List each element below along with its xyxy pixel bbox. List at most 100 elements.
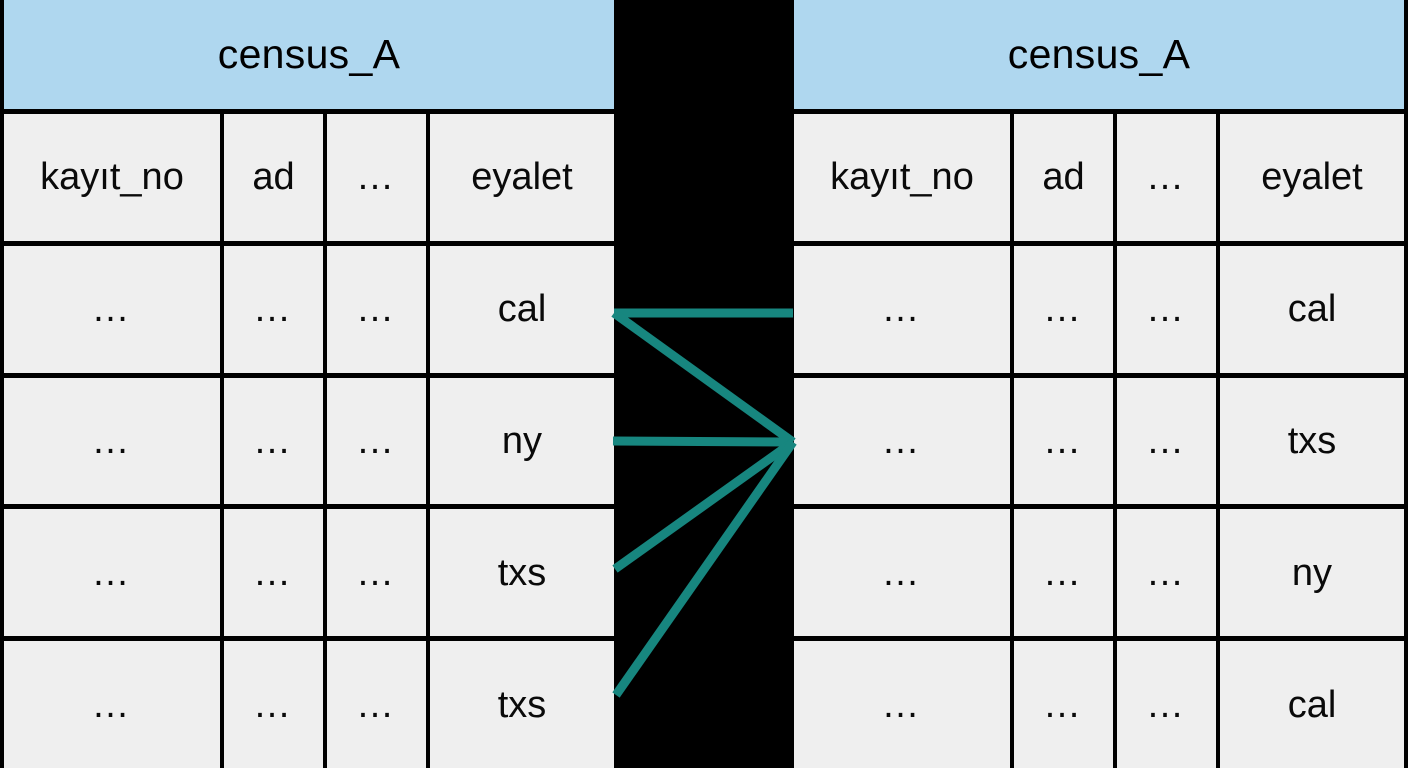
cell-value: ny <box>501 419 543 462</box>
cell-value: txs <box>497 551 547 594</box>
header-label: ad <box>1042 156 1085 199</box>
cell-ellipsis: … <box>323 245 426 373</box>
cell-eyalet: cal <box>426 245 614 373</box>
cell-value: … <box>1146 288 1187 331</box>
cell-value: … <box>91 683 133 726</box>
table-census-a-right: census_A kayıt_no ad … eyalet … <box>790 0 1408 768</box>
table-right-header-eyalet: eyalet <box>1216 114 1404 241</box>
cell-value: … <box>356 288 397 331</box>
cell-value: cal <box>1287 288 1337 331</box>
cell-kayit-no: … <box>794 377 1010 505</box>
cell-value: … <box>356 683 397 726</box>
header-label: eyalet <box>1261 156 1363 199</box>
cell-value: … <box>91 288 133 331</box>
cell-eyalet: txs <box>426 509 614 637</box>
cell-ad: … <box>220 377 323 505</box>
cell-value: txs <box>1287 419 1337 462</box>
connector-line-cal-row1-to-hub <box>611 309 796 446</box>
cell-value: … <box>253 683 294 726</box>
table-row: … … … txs <box>4 504 614 637</box>
cell-kayit-no: … <box>4 377 220 505</box>
table-right-title: census_A <box>1007 31 1191 77</box>
table-row: … … … cal <box>4 240 614 373</box>
cell-ellipsis: … <box>1113 641 1216 768</box>
table-left-header-kayit-no: kayıt_no <box>4 114 220 241</box>
cell-ad: … <box>1010 509 1113 637</box>
table-row: … … … ny <box>794 504 1404 637</box>
cell-ad: … <box>1010 641 1113 768</box>
cell-ellipsis: … <box>323 641 426 768</box>
table-left-title-band: census_A <box>4 0 614 114</box>
cell-eyalet: ny <box>1216 509 1404 637</box>
header-label: ad <box>252 156 295 199</box>
cell-value: … <box>1146 419 1187 462</box>
cell-value: … <box>881 419 923 462</box>
table-right-grid: kayıt_no ad … eyalet … … <box>794 114 1404 768</box>
cell-eyalet: txs <box>1216 377 1404 505</box>
cell-value: … <box>881 683 923 726</box>
table-left-title: census_A <box>217 31 401 77</box>
table-left-header-row: kayıt_no ad … eyalet <box>4 114 614 241</box>
table-row: … … … cal <box>794 636 1404 768</box>
cell-value: … <box>1146 683 1187 726</box>
cell-kayit-no: … <box>794 509 1010 637</box>
table-left-header-ad: ad <box>220 114 323 241</box>
table-census-a-left: census_A kayıt_no ad … eyalet … <box>0 0 618 768</box>
connector-line-ny-row2-to-hub <box>612 436 794 447</box>
table-row: … … … cal <box>794 240 1404 373</box>
header-label: … <box>356 156 397 199</box>
cell-value: … <box>91 419 133 462</box>
table-right-header-ellipsis: … <box>1113 114 1216 241</box>
cell-kayit-no: … <box>4 245 220 373</box>
cell-ad: … <box>1010 245 1113 373</box>
cell-eyalet: ny <box>426 377 614 505</box>
table-left-grid: kayıt_no ad … eyalet … … <box>4 114 614 768</box>
cell-value: … <box>1043 551 1084 594</box>
cell-value: … <box>1043 683 1084 726</box>
cell-value: … <box>1043 419 1084 462</box>
cell-value: … <box>253 419 294 462</box>
header-label: eyalet <box>471 156 573 199</box>
cell-value: … <box>1146 551 1187 594</box>
cell-ad: … <box>220 641 323 768</box>
table-row: … … … txs <box>4 636 614 768</box>
cell-ad: … <box>220 245 323 373</box>
cell-ellipsis: … <box>1113 377 1216 505</box>
cell-kayit-no: … <box>4 641 220 768</box>
cell-ellipsis: … <box>1113 245 1216 373</box>
header-label: … <box>1146 156 1187 199</box>
cell-value: … <box>91 551 133 594</box>
cell-ellipsis: … <box>1113 509 1216 637</box>
cell-value: … <box>881 288 923 331</box>
cell-value: txs <box>497 683 547 726</box>
cell-ellipsis: … <box>323 377 426 505</box>
cell-kayit-no: … <box>794 245 1010 373</box>
cell-kayit-no: … <box>4 509 220 637</box>
cell-eyalet: cal <box>1216 641 1404 768</box>
cell-value: … <box>356 551 397 594</box>
cell-ad: … <box>1010 377 1113 505</box>
header-label: kayıt_no <box>40 156 184 199</box>
table-row: … … … ny <box>4 372 614 505</box>
cell-value: … <box>253 288 294 331</box>
table-right-header-kayit-no: kayıt_no <box>794 114 1010 241</box>
table-left-header-ellipsis: … <box>323 114 426 241</box>
connector-line-txs-row3-to-hub <box>612 438 796 573</box>
cell-value: … <box>356 419 397 462</box>
cell-ellipsis: … <box>323 509 426 637</box>
cell-value: … <box>1043 288 1084 331</box>
table-right-title-band: census_A <box>794 0 1404 114</box>
cell-eyalet: cal <box>1216 245 1404 373</box>
cell-value: … <box>881 551 923 594</box>
cell-value: cal <box>1287 683 1337 726</box>
cell-value: … <box>253 551 294 594</box>
cell-kayit-no: … <box>794 641 1010 768</box>
table-row: … … … txs <box>794 372 1404 505</box>
cell-value: cal <box>497 288 547 331</box>
table-left-header-eyalet: eyalet <box>426 114 614 241</box>
connector-group <box>611 308 797 698</box>
header-label: kayıt_no <box>830 156 974 199</box>
table-right-header-row: kayıt_no ad … eyalet <box>794 114 1404 241</box>
connector-line-txs-row4-to-hub <box>612 439 797 698</box>
